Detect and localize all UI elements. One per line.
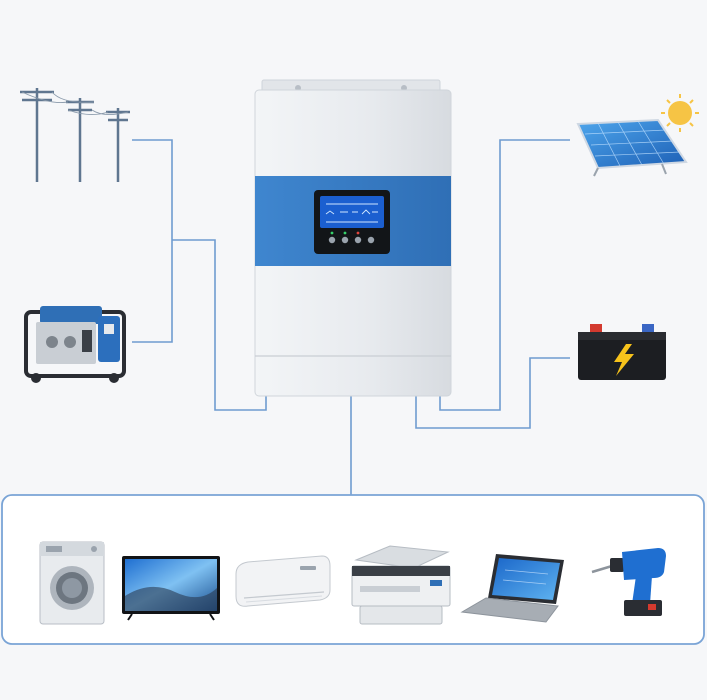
television-icon <box>122 556 220 621</box>
lcd-readout <box>325 203 378 223</box>
grid-connector <box>132 139 173 240</box>
connector-lines <box>132 139 570 495</box>
status-leds <box>330 231 360 235</box>
inverter-button-2[interactable] <box>341 236 349 244</box>
battery-icon <box>578 324 666 380</box>
air-conditioner-icon <box>235 555 331 607</box>
solar-panel-icon <box>576 118 688 177</box>
inverter-button-1[interactable] <box>328 236 336 244</box>
generator-icon <box>24 306 126 383</box>
utility-grid-icon <box>20 88 130 182</box>
power-drill-icon <box>591 548 666 616</box>
ac-input-connector <box>172 239 267 411</box>
laptop-icon <box>460 554 564 623</box>
solar-connector <box>439 139 570 411</box>
hybrid-inverter <box>254 79 452 397</box>
battery-connector <box>415 357 570 429</box>
washing-machine-icon <box>39 541 105 625</box>
inverter-button-4[interactable] <box>367 236 375 244</box>
generator-connector <box>132 240 173 343</box>
inverter-button-3[interactable] <box>354 236 362 244</box>
inverter-buttons <box>328 236 375 244</box>
printer-icon <box>351 545 451 625</box>
sun-icon <box>661 94 699 132</box>
